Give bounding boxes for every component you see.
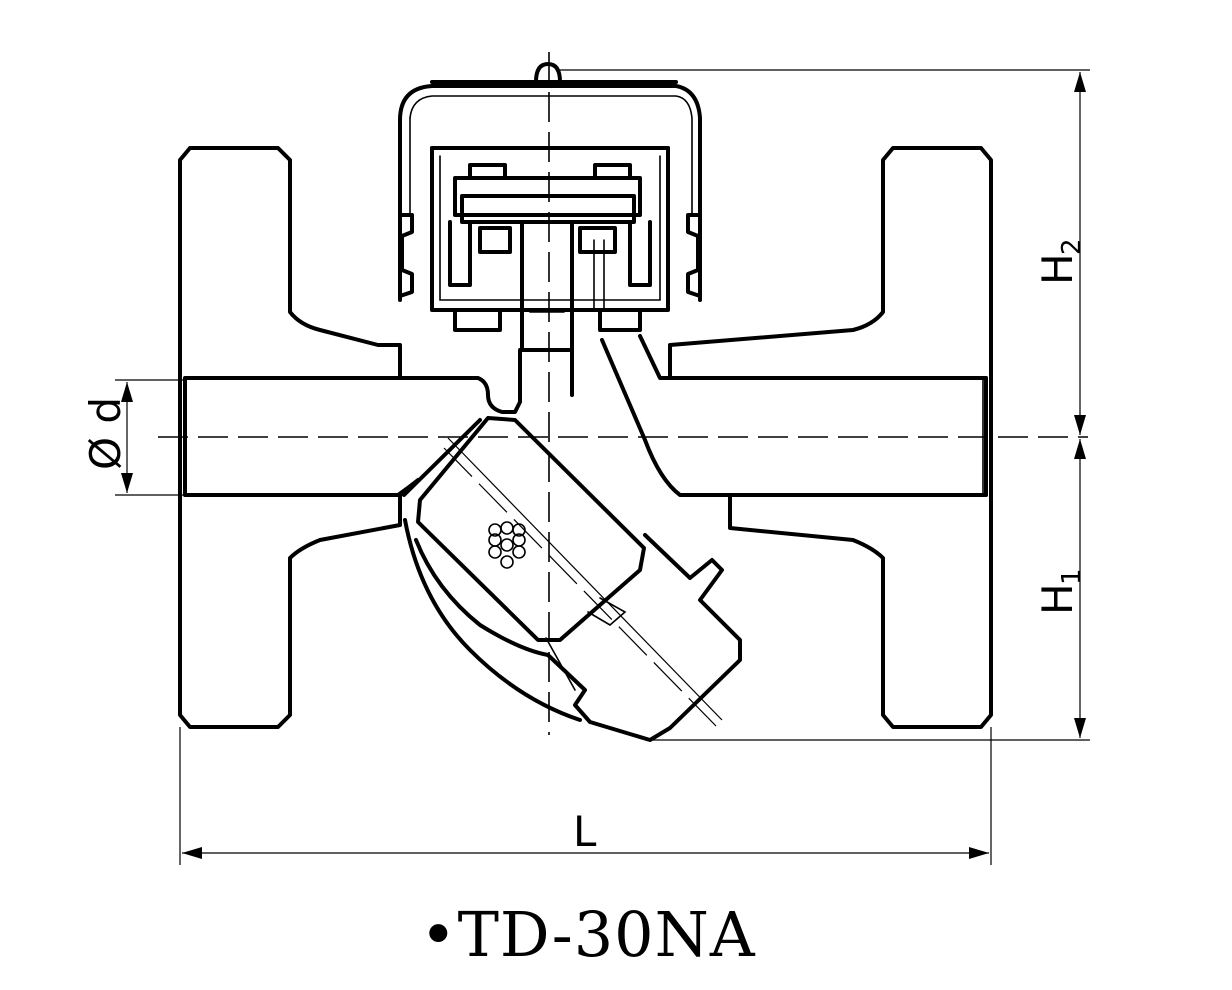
dimension-h1-label: H 1 bbox=[1033, 568, 1087, 615]
strainer-cap bbox=[416, 416, 646, 642]
model-label: •TD-30NA bbox=[420, 898, 756, 971]
dimension-h bbox=[560, 69, 1090, 741]
svg-text:H: H bbox=[1033, 253, 1082, 285]
dimension-bore-label: Ø d bbox=[81, 397, 130, 470]
dimension-h2-label: H 2 bbox=[1033, 238, 1087, 285]
svg-text:2: 2 bbox=[1057, 238, 1087, 255]
inlet-passage bbox=[184, 348, 574, 414]
outlet-passage bbox=[638, 334, 988, 380]
dimension-bore bbox=[115, 379, 186, 496]
dimension-l bbox=[179, 727, 992, 865]
right-flange bbox=[668, 146, 993, 729]
strainer-screen-icon bbox=[488, 521, 526, 569]
cap-eyelet bbox=[534, 62, 562, 84]
dimension-l-label: L bbox=[573, 807, 597, 856]
svg-text:H: H bbox=[1033, 583, 1082, 615]
disc-stem bbox=[520, 220, 574, 352]
cap bbox=[398, 84, 702, 302]
svg-text:1: 1 bbox=[1057, 568, 1087, 585]
